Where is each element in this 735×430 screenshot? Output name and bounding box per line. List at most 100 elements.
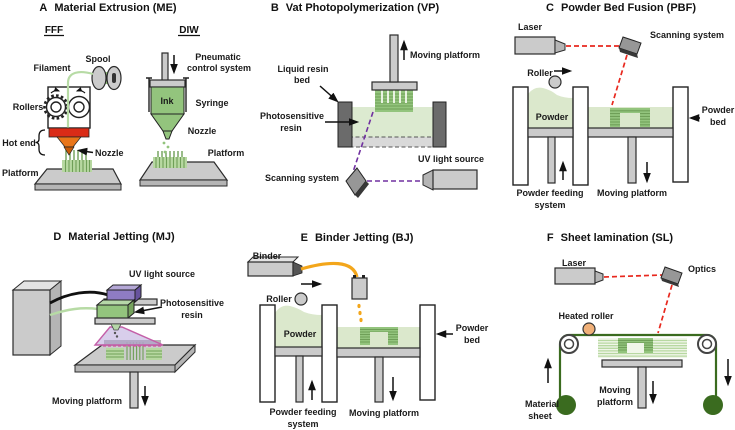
guide-roller-right [697, 334, 717, 354]
powder-bed-label-2: bed [464, 335, 480, 345]
moving-platform-label: Moving platform [52, 396, 122, 406]
feeding-label-2: system [534, 200, 565, 210]
moving-platform-label: Moving platform [349, 408, 419, 418]
fff-drive-gear [43, 94, 69, 120]
resin-feed-line [49, 307, 99, 317]
photosensitive-label-2: resin [181, 310, 203, 320]
rollers-label: Rollers [13, 102, 44, 112]
hot-end-label: Hot end [2, 138, 36, 148]
material-sheet-label-1: Material [525, 399, 559, 409]
photosensitive-pointer [133, 306, 163, 315]
diw-platform-label: Platform [208, 148, 245, 158]
uv-light-source [422, 169, 478, 191]
binder-reservoir [246, 256, 303, 277]
feed-piston-plate [527, 127, 574, 138]
vat-wall-left [337, 101, 353, 148]
chamber-wall-right [672, 86, 689, 183]
powder-bed-label-2: bed [710, 117, 726, 127]
roller [294, 292, 308, 306]
fff-platform [33, 168, 122, 191]
laser [514, 36, 566, 55]
chamber-wall-middle [321, 304, 338, 403]
heated-roller [582, 322, 596, 336]
uv-beam-vertical [352, 111, 374, 173]
uv-light-cone [93, 326, 164, 346]
guide-roller-left [559, 334, 579, 354]
uv-source-label: UV light source [129, 269, 195, 279]
photosensitive-label-1: Photosensitive [260, 111, 324, 121]
material-sheet-label-2: sheet [528, 411, 552, 421]
moving-platform-label-1: Moving [599, 385, 631, 395]
chamber-wall-middle [572, 86, 589, 186]
diw-printed-part [153, 151, 187, 168]
build-piston-rod [627, 136, 637, 184]
spool-label: Spool [86, 54, 111, 64]
gear-rotation-arrow [50, 87, 61, 94]
power-cable [49, 290, 109, 305]
roller-label: Roller [266, 294, 292, 304]
build-piston-rod [374, 356, 384, 403]
fff-spool [91, 65, 122, 91]
build-piston-plate [587, 127, 674, 138]
diw-heading: DIW [179, 25, 199, 36]
pneumatic-label-1: Pneumatic [195, 52, 241, 62]
diw-nozzle-label: Nozzle [188, 126, 217, 136]
photosensitive-label-1: Photosensitive [160, 298, 224, 308]
powder-supply [528, 87, 573, 128]
moving-platform-label: Moving platform [597, 188, 667, 198]
powder-label: Powder [536, 112, 569, 122]
roller [548, 75, 562, 89]
build-plate [371, 81, 418, 91]
heated-roller-label: Heated roller [558, 311, 614, 321]
feeding-label-1: Powder feeding [516, 188, 583, 198]
sheet-roll-left [556, 395, 576, 415]
mj-printed-part [106, 342, 162, 360]
vp-scanning-label: Scanning system [265, 173, 339, 183]
liquid-resin-arrow [319, 85, 339, 103]
feed-piston-rod [295, 355, 304, 403]
feed-piston-rod [547, 136, 556, 184]
photosensitive-label-2: resin [280, 123, 302, 133]
powder-label: Powder [284, 329, 317, 339]
vat-wall-right [432, 101, 447, 148]
bj-printed-part [360, 327, 398, 345]
laser-beam-down [611, 54, 628, 106]
build-piston-plate [336, 347, 421, 358]
binder-tube [300, 261, 359, 278]
chamber-wall-left [512, 86, 529, 186]
powder-bed-label-1: Powder [456, 323, 489, 333]
optics-label: Optics [688, 264, 716, 274]
diw-droplets [162, 141, 170, 154]
roller-rotation-arrow [75, 87, 86, 94]
fff-printed-part [62, 150, 92, 172]
feeding-label-2: system [287, 419, 318, 429]
roller-label: Roller [527, 68, 553, 78]
liquid-resin-label-1: Liquid resin [277, 64, 328, 74]
laser-label: Laser [562, 258, 587, 268]
sl-platform [601, 359, 683, 409]
mj-platform [73, 343, 197, 409]
sheet-roll-right [703, 395, 723, 415]
diw-syringe [146, 52, 189, 140]
vp-moving-platform-label: Moving platform [410, 50, 480, 60]
syringe-label: Syringe [195, 98, 228, 108]
feed-piston-plate [274, 346, 323, 357]
vp-printed-part [375, 90, 413, 112]
binder-droplets [357, 303, 363, 323]
platform-rod [389, 34, 399, 83]
filament-label: Filament [33, 63, 70, 73]
fff-filament-line [66, 71, 94, 149]
laminated-stack [598, 338, 687, 358]
